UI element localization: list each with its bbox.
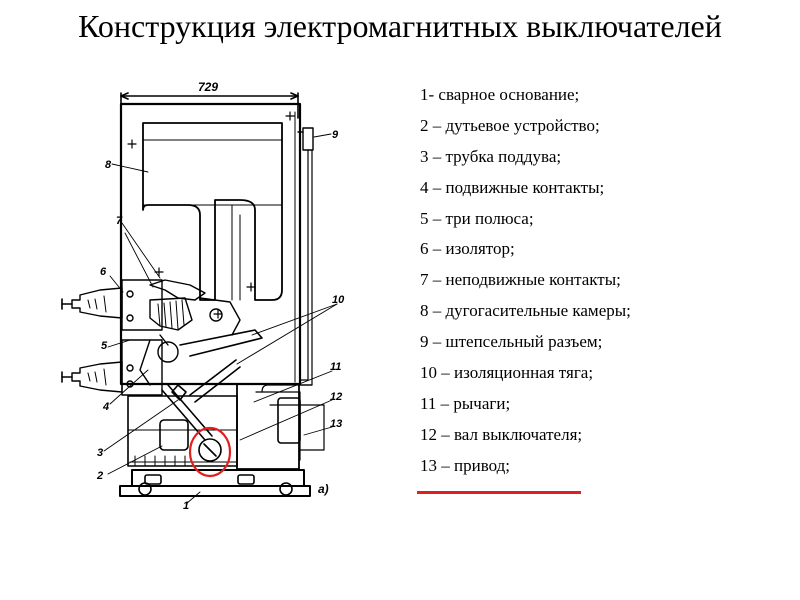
leader-lines (103, 133, 338, 505)
legend-item-5: 5 – три полюса; (420, 208, 534, 228)
legend-item-13: 13 – привод; (420, 455, 510, 475)
highlight-circle (188, 426, 232, 478)
callout-5: 5 (101, 340, 108, 352)
legend-item-2: 2 – дутьевое устройство; (420, 115, 600, 135)
linkage (161, 329, 263, 441)
insulators (61, 287, 123, 393)
legend-item-1: 1- сварное основание; (420, 85, 580, 104)
slide-title: Конструкция электромагнитных выключателе… (78, 8, 722, 44)
legend-item-11: 11 – рычаги; (420, 393, 511, 413)
figure-label: а) (318, 482, 329, 496)
legend-item-12: 12 – вал выключателя; (420, 424, 583, 444)
drive-compartment (236, 383, 301, 471)
legend-item-9: 9 – штепсельный разъем; (420, 332, 603, 352)
parts-legend: 1- сварное основание; 2 – дутьевое устро… (420, 86, 790, 488)
cabinet-body (119, 102, 302, 386)
dimension-label: 729 (198, 80, 218, 94)
legend-item-8: 8 – дугогасительные камеры; (420, 301, 631, 321)
base-frame (119, 395, 311, 497)
legend-item-10: 10 – изоляционная тяга; (420, 363, 594, 383)
legend-item-6: 6 – изолятор; (420, 239, 515, 259)
callout-13: 13 (330, 418, 342, 430)
legend-item-3: 3 – трубка поддува; (420, 146, 562, 166)
legend-underline (417, 491, 581, 494)
callout-12: 12 (330, 391, 342, 403)
callout-6: 6 (100, 266, 107, 278)
dimension-729: 729 (120, 80, 299, 119)
callout-9: 9 (332, 129, 339, 141)
callout-numbers: 1 2 3 4 5 6 7 8 9 10 11 12 13 а) (96, 129, 345, 512)
callout-8: 8 (105, 159, 112, 171)
callout-2: 2 (96, 470, 103, 482)
drive-wiring (261, 384, 325, 451)
callout-1: 1 (183, 500, 189, 512)
callout-10: 10 (332, 294, 345, 306)
callout-4: 4 (102, 401, 109, 413)
legend-item-4: 4 – подвижные контакты; (420, 177, 605, 197)
pole-contacts (121, 279, 241, 396)
legend-item-7: 7 – неподвижные контакты; (420, 270, 621, 290)
callout-7: 7 (116, 215, 123, 227)
callout-11: 11 (330, 361, 341, 373)
callout-3: 3 (97, 447, 103, 459)
